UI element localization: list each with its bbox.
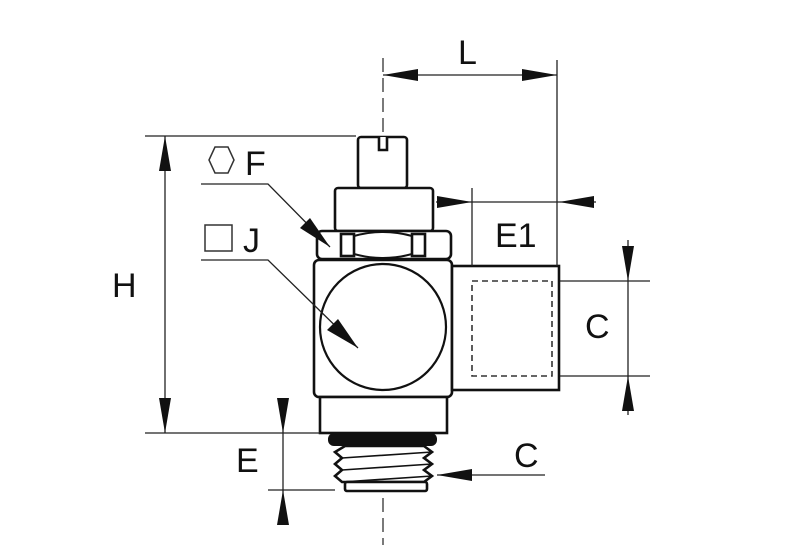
dimension-C-thread: C [437, 437, 545, 481]
nut-arc [353, 231, 413, 259]
nut-flat-right [410, 232, 427, 258]
callout-J: J [201, 222, 359, 349]
callout-F: F [201, 145, 331, 248]
hexagon-icon [208, 146, 235, 174]
label-H: H [112, 267, 137, 305]
label-L: L [458, 34, 477, 72]
valve-body [312, 135, 561, 493]
lock-nut [315, 229, 453, 261]
upper-cap [333, 186, 435, 233]
dimension-E1: E1 [436, 188, 596, 266]
dimension-L: L [383, 34, 558, 266]
body-circle [318, 262, 448, 392]
dimension-H: H [112, 135, 356, 434]
lower-neck [318, 395, 449, 435]
port-bore-hidden [471, 280, 553, 377]
side-port [450, 264, 561, 392]
label-J: J [243, 222, 260, 260]
nut-flat-left [339, 232, 356, 258]
label-E: E [236, 442, 259, 480]
label-C-port: C [585, 308, 610, 346]
screw-slot [377, 137, 389, 152]
square-icon [204, 224, 233, 252]
dimension-C-port: C [560, 240, 650, 415]
o-ring-seal [328, 433, 437, 446]
dimension-E: E [236, 398, 335, 525]
label-C-thread: C [514, 437, 539, 475]
label-E1: E1 [495, 217, 537, 255]
label-F: F [245, 145, 266, 183]
thread-tip [343, 480, 429, 493]
